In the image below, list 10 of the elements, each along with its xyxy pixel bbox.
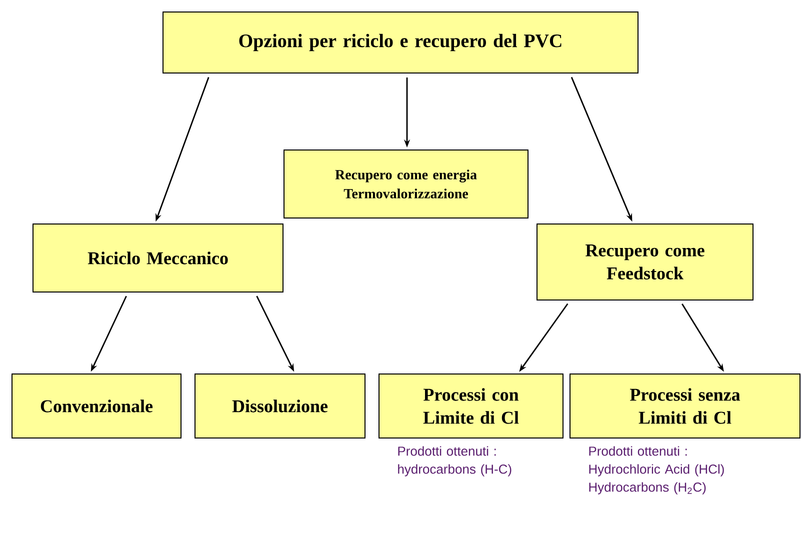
process-box: Riciclo Meccanico (32, 224, 284, 292)
process-box: Dissoluzione (194, 374, 366, 438)
process-box: Recupero come energia Termovalorizzazione (284, 150, 528, 218)
process-box: Processi con Limite di Cl (378, 374, 564, 438)
process-box: Processi senza Limiti di Cl (570, 374, 800, 438)
note-text: Prodotti ottenuti : hydrocarbons (H-C) (398, 446, 512, 476)
process-box: Recupero come Feedstock (536, 224, 754, 300)
process-box: Opzioni per riciclo e recupero del PVC (162, 12, 638, 74)
process-box: Convenzionale (12, 374, 182, 438)
note-text: Prodotti ottenuti : Hydrochloric Acid (HCl) Hydrocarbons (H$_{2}$C) (589, 446, 724, 494)
